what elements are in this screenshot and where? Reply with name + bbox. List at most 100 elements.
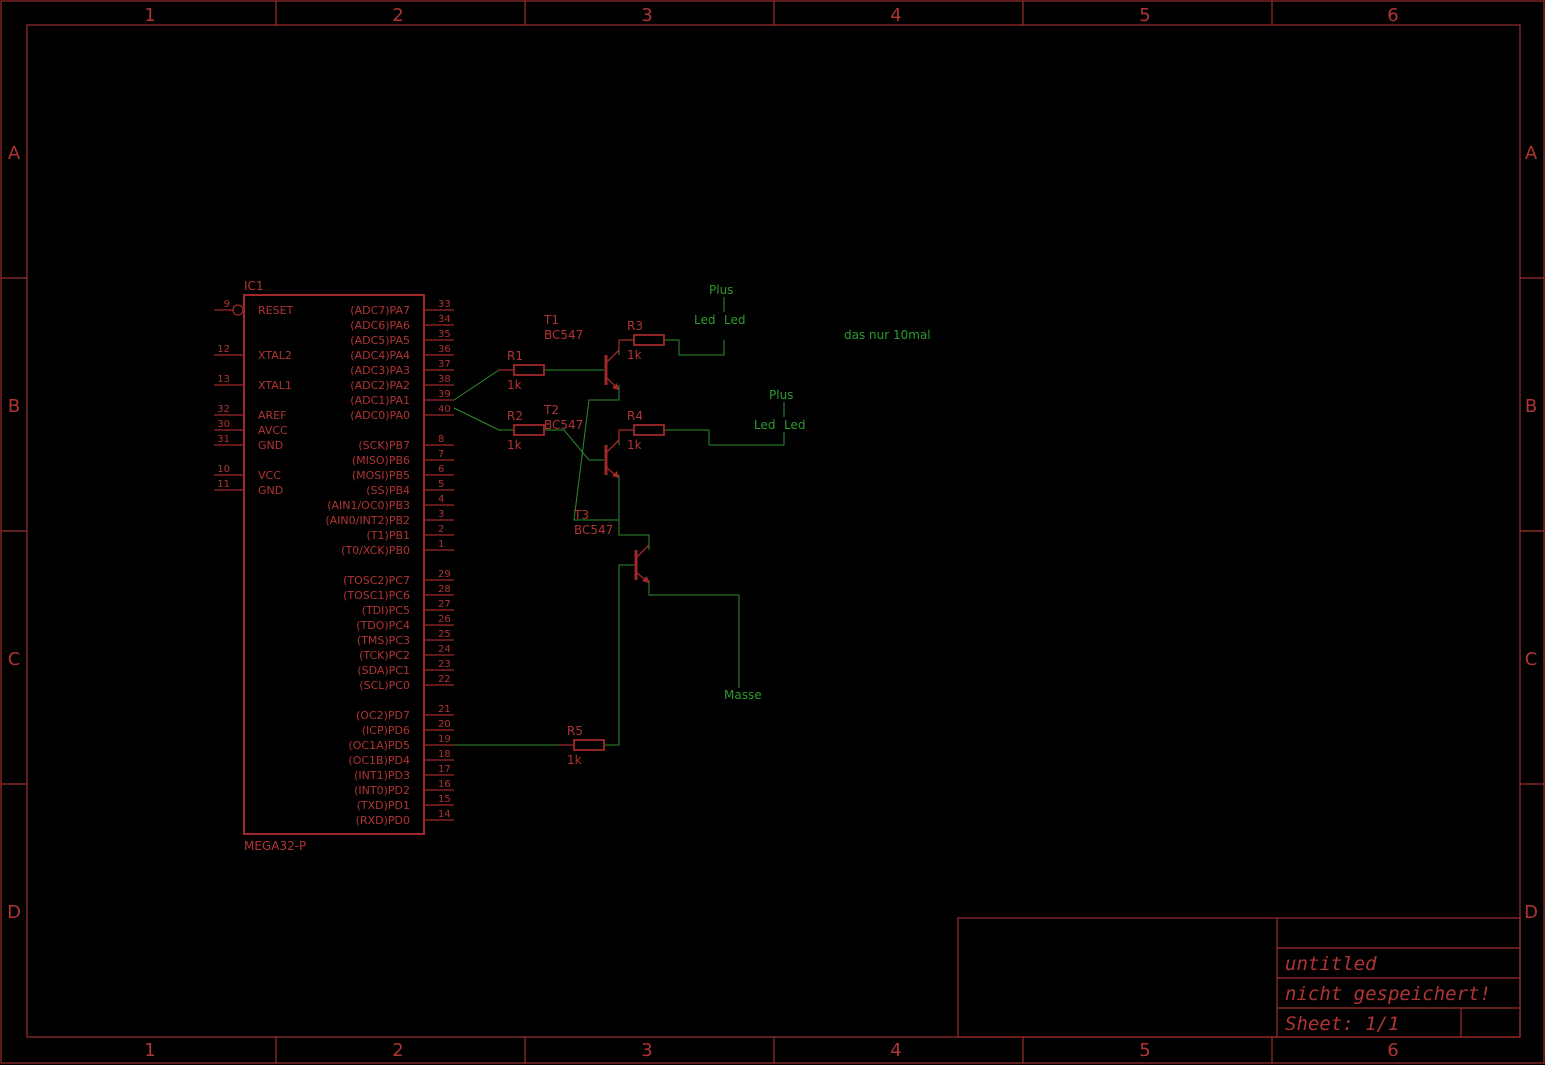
ic1-right-pins: 33(ADC7)PA734(ADC6)PA635(ADC5)PA536(ADC4… [325, 299, 454, 827]
title-block-sheet: Sheet: 1/1 [1285, 1013, 1399, 1035]
ic-pin-number: 33 [438, 299, 451, 310]
column-label-top: 6 [1387, 5, 1398, 26]
ic-pin-label: (MISO)PB6 [352, 454, 410, 467]
r1-value: 1k [507, 378, 522, 392]
column-dividers [275, 1, 1273, 1063]
ic-pin-number: 13 [217, 374, 230, 385]
ic-pin-label: RESET [258, 304, 294, 317]
ic-pin-label: (MOSI)PB5 [352, 469, 410, 482]
r3-name: R3 [627, 319, 643, 333]
row-label-right: A [1525, 143, 1538, 164]
ic-pin-number: 37 [438, 359, 451, 370]
resistor-r3[interactable]: R3 1k [619, 319, 665, 362]
ic-pin-number: 12 [217, 344, 230, 355]
r2-name: R2 [507, 409, 523, 423]
ic-pin-number: 30 [217, 419, 230, 430]
ic-pin-number: 25 [438, 629, 451, 640]
t2-value: BC547 [544, 418, 583, 432]
transistor-t1[interactable]: T1 BC547 [543, 313, 620, 391]
ic-pin-label: AREF [258, 409, 286, 422]
ic-pin-label: VCC [258, 469, 281, 482]
column-label-bottom: 2 [392, 1040, 403, 1061]
column-label-top: 5 [1139, 5, 1150, 26]
row-label-left: C [8, 649, 21, 670]
ic-pin-number: 15 [438, 794, 451, 805]
title-block: untitled nicht gespeichert! Sheet: 1/1 [957, 917, 1521, 1038]
ic-pin-label: (AIN1/OC0)PB3 [327, 499, 410, 512]
transistor-t2[interactable]: T2 BC547 [543, 403, 620, 479]
ic-pin-label: (SCL)PC0 [359, 679, 410, 692]
ic-pin-number: 35 [438, 329, 451, 340]
column-label-bottom: 5 [1139, 1040, 1150, 1061]
ic-pin-label: (TXD)PD1 [357, 799, 410, 812]
ic-pin-number: 5 [438, 479, 444, 490]
ic-pin-label: (ADC0)PA0 [350, 409, 410, 422]
row-dividers [1, 277, 1544, 785]
ic-pin-number: 10 [217, 464, 230, 475]
ic-pin-number: 34 [438, 314, 451, 325]
t1-name: T1 [543, 313, 559, 327]
title-block-name: untitled [1285, 953, 1377, 975]
ic1-body [243, 294, 425, 835]
net-label-masse: Masse [724, 688, 762, 702]
ic-pin-label: (TOSC2)PC7 [343, 574, 410, 587]
r4-value: 1k [627, 438, 642, 452]
resistor-r5[interactable]: R5 1k [559, 724, 605, 767]
ic-pin-label: (ADC5)PA5 [350, 334, 410, 347]
ic-pin-number: 7 [438, 449, 444, 460]
ic-pin-number: 24 [438, 644, 451, 655]
column-label-bottom: 3 [641, 1040, 652, 1061]
resistor-r1[interactable]: R1 1k [499, 349, 545, 392]
ic-pin-number: 23 [438, 659, 451, 670]
ic-pin-number: 32 [217, 404, 230, 415]
row-label-right: B [1525, 396, 1537, 417]
ic-pin-label: (RXD)PD0 [356, 814, 410, 827]
ic-pin-number: 26 [438, 614, 451, 625]
ic-pin-label: (ADC1)PA1 [350, 394, 410, 407]
ic-pin-label: (TCK)PC2 [359, 649, 410, 662]
title-block-status: nicht gespeichert! [1285, 983, 1491, 1005]
r3-value: 1k [627, 348, 642, 362]
ic-pin-number: 36 [438, 344, 451, 355]
ic-pin-number: 22 [438, 674, 451, 685]
t2-name: T2 [543, 403, 559, 417]
ic-pin-number: 28 [438, 584, 451, 595]
ic-pin-number: 6 [438, 464, 444, 475]
net-label-led-2b: Led [784, 418, 805, 432]
ic1-name: IC1 [244, 279, 264, 293]
resistor-r2[interactable]: R2 1k [507, 409, 545, 452]
ic-pin-number: 1 [438, 539, 444, 550]
ic-pin-label: GND [258, 439, 283, 452]
ic-pin-number: 20 [438, 719, 451, 730]
r1-name: R1 [507, 349, 523, 363]
ic-pin-label: XTAL1 [258, 379, 292, 392]
ic-pin-label: GND [258, 484, 283, 497]
ic-pin-label: (T0/XCK)PB0 [341, 544, 410, 557]
ic-pin-number: 31 [217, 434, 230, 445]
transistor-t3[interactable]: T3 BC547 [573, 508, 650, 584]
row-label-right: C [1525, 649, 1538, 670]
ic-pin-label: (ADC7)PA7 [350, 304, 410, 317]
ic-pin-number: 18 [438, 749, 451, 760]
ic-pin-number: 39 [438, 389, 451, 400]
net-label-led-2a: Led [754, 418, 775, 432]
r5-name: R5 [567, 724, 583, 738]
resistor-r4[interactable]: R4 1k [619, 409, 665, 452]
note-text: das nur 10mal [844, 328, 931, 342]
ic-pin-label: (OC1A)PD5 [348, 739, 410, 752]
column-label-bottom: 4 [890, 1040, 901, 1061]
ic-pin-label: (INT1)PD3 [354, 769, 410, 782]
net-label-plus-1: Plus [709, 283, 733, 297]
r5-value: 1k [567, 753, 582, 767]
r2-value: 1k [507, 438, 522, 452]
ic-pin-number: 4 [438, 494, 444, 505]
column-label-top: 2 [392, 5, 403, 26]
ic-pin-label: (TMS)PC3 [357, 634, 410, 647]
ic-pin-number: 9 [224, 299, 230, 310]
ic-pin-number: 29 [438, 569, 451, 580]
column-label-top: 4 [890, 5, 901, 26]
